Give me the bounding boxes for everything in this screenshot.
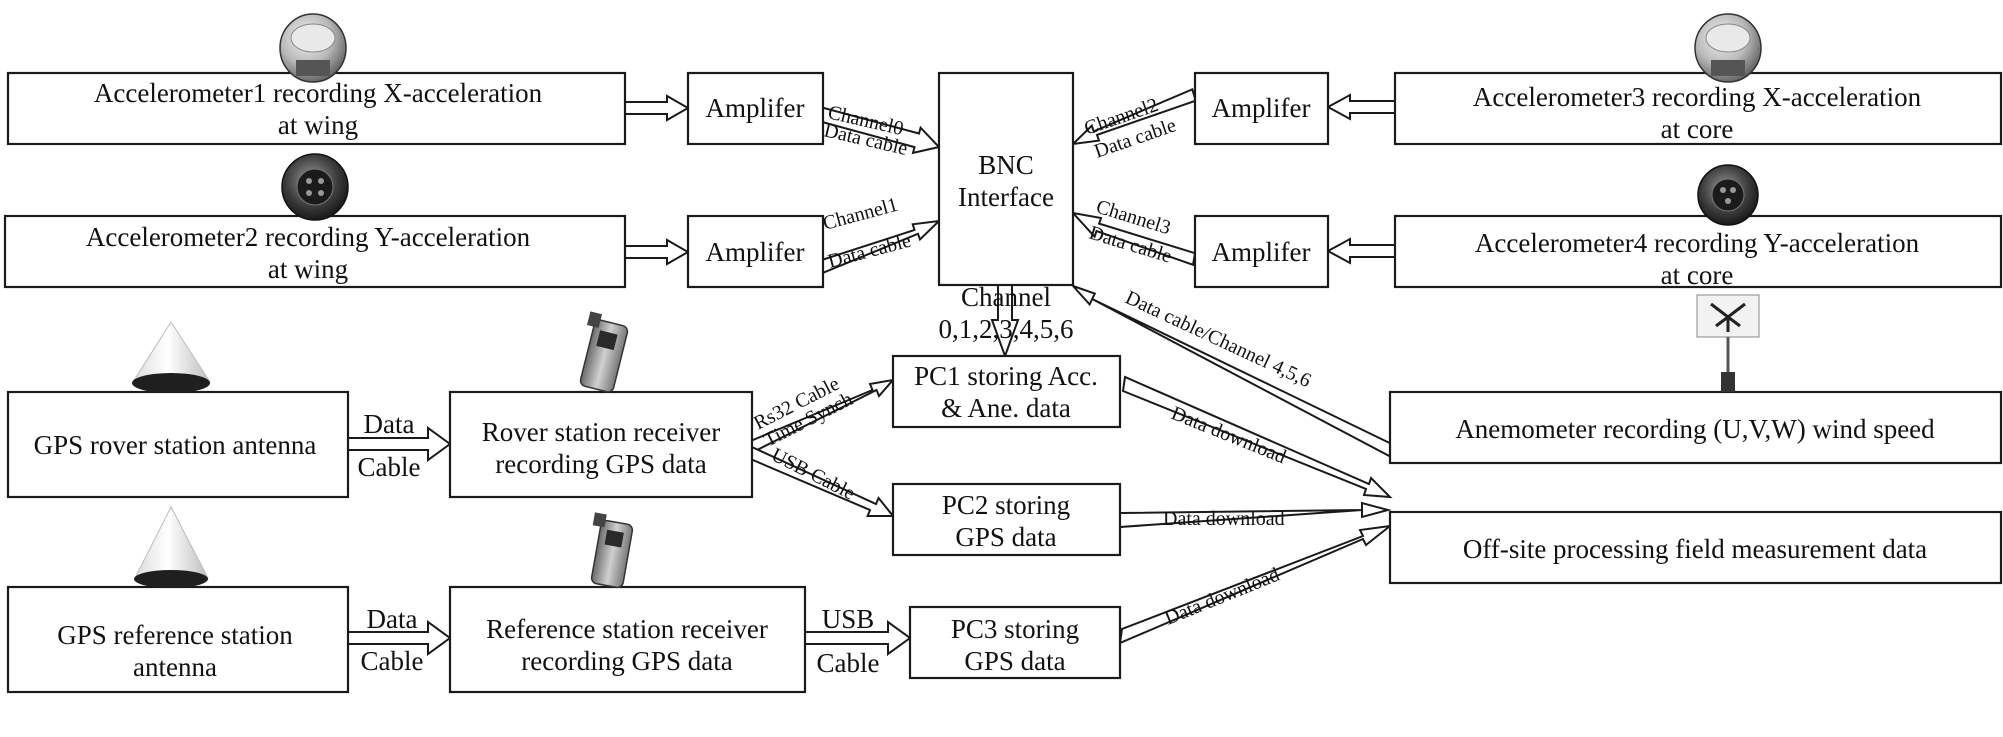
rover-receiver-line1: Rover station receiver (482, 417, 720, 447)
anemometer-icon (1696, 294, 1760, 392)
arrow-amp1-to-bnc (817, 106, 941, 155)
box-accelerometer1: Accelerometer1 recording X-acceleration … (6, 71, 627, 146)
bnc-line2: Interface (958, 182, 1054, 212)
label-anemometer-link: Data cable/Channel 4,5,6 (1122, 287, 1315, 392)
label-pc1-download: Data download (1168, 402, 1289, 468)
box-pc2: PC2 storing GPS data (891, 482, 1122, 557)
gps-receiver-icon (590, 512, 634, 589)
box-gps-ref-antenna: GPS reference station antenna (6, 585, 350, 694)
arrow-acc3-to-amp3 (1325, 93, 1396, 121)
box-accelerometer1-line2: at wing (278, 110, 358, 140)
label-ref-usb: USB (822, 604, 875, 634)
accelerometer-sensor-icon (279, 13, 347, 83)
label-data-cable-1: Data cable (826, 230, 914, 273)
amplifier3-label: Amplifer (1212, 93, 1311, 123)
arrow-pc1-download (1121, 375, 1393, 499)
box-accelerometer2-line2: at wing (268, 254, 348, 284)
accelerometer-connector-icon (1697, 164, 1759, 226)
label-rover-data: Data (364, 409, 415, 439)
box-accelerometer3-line2: at core (1661, 114, 1734, 144)
box-amplifier2: Amplifer (686, 214, 825, 289)
bnc-line1: BNC (978, 150, 1034, 180)
arrow-anemometer-to-bnc (1072, 285, 1398, 459)
label-rover-cable: Cable (358, 452, 421, 482)
box-amplifier3: Amplifer (1193, 71, 1330, 146)
ref-receiver-line2: recording GPS data (521, 646, 732, 676)
box-accelerometer4: Accelerometer4 recording Y-acceleration … (1393, 214, 2003, 290)
box-rover-receiver: Rover station receiver recording GPS dat… (448, 390, 754, 499)
arrow-amp3-to-bnc (1070, 87, 1197, 146)
amplifier4-label: Amplifer (1212, 237, 1311, 267)
accelerometer-connector-icon (281, 153, 349, 221)
pc1-line1: PC1 storing Acc. (914, 361, 1098, 391)
arrow-acc4-to-amp4 (1325, 237, 1396, 265)
arrow-bnc-to-pc1 (990, 284, 1020, 359)
pc3-line2: GPS data (964, 646, 1065, 676)
arrow-ref-antenna-to-receiver (347, 620, 452, 656)
box-accelerometer2-line1: Accelerometer2 recording Y-acceleration (86, 222, 531, 252)
box-accelerometer4-line1: Accelerometer4 recording Y-acceleration (1475, 228, 1920, 258)
box-accelerometer4-line2: at core (1661, 260, 1734, 290)
ref-receiver-line1: Reference station receiver (486, 614, 768, 644)
gps-receiver-icon (579, 311, 629, 393)
label-ref-data: Data (367, 604, 418, 634)
arrow-ref-receiver-to-pc3 (804, 620, 912, 656)
label-pc2-download: Data download (1163, 508, 1285, 530)
arrow-amp2-to-bnc (817, 219, 942, 275)
arrow-amp4-to-bnc (1070, 211, 1197, 267)
label-bnc-out-line2: 0,1,2,3,4,5,6 (939, 314, 1074, 344)
arrow-pc2-download (1119, 501, 1392, 529)
amplifier1-label: Amplifer (706, 93, 805, 123)
arrow-acc2-to-amp2 (624, 238, 691, 266)
label-ref-cable: Cable (361, 646, 424, 676)
arrow-acc1-to-amp1 (624, 94, 691, 122)
label-channel1: Channel1 (821, 194, 901, 235)
gps-ref-antenna-line1: GPS reference station (57, 620, 293, 650)
accelerometer-sensor-icon (1694, 13, 1762, 83)
label-pc3-download: Data download (1162, 564, 1283, 630)
gps-antenna-icon (132, 321, 211, 393)
arrows (347, 87, 1398, 656)
arrow-rover-antenna-to-receiver (347, 426, 452, 462)
box-offsite-processing: Off-site processing field measurement da… (1388, 510, 2003, 585)
box-amplifier4: Amplifer (1193, 214, 1330, 289)
box-accelerometer3: Accelerometer3 recording X-acceleration … (1393, 71, 2003, 146)
amplifier2-label: Amplifer (706, 237, 805, 267)
box-pc1: PC1 storing Acc. & Ane. data (891, 354, 1122, 429)
gps-rover-antenna-label: GPS rover station antenna (34, 430, 317, 460)
arrow-pc3-download (1118, 524, 1394, 645)
box-amplifier1: Amplifer (686, 71, 825, 146)
label-usb-cable: USB Cable (768, 444, 859, 505)
box-bnc-interface: BNC Interface (937, 71, 1075, 287)
rover-receiver-line2: recording GPS data (495, 449, 706, 479)
pc2-line1: PC2 storing (942, 490, 1070, 520)
arrow-rover-to-pc2 (741, 441, 896, 517)
pc1-line2: & Ane. data (941, 393, 1071, 423)
box-ref-receiver: Reference station receiver recording GPS… (448, 585, 807, 694)
box-anemometer: Anemometer recording (U,V,W) wind speed (1388, 390, 2003, 465)
offsite-label: Off-site processing field measurement da… (1463, 534, 1927, 564)
pc2-line2: GPS data (955, 522, 1056, 552)
arrow-rover-to-pc1 (741, 378, 896, 459)
gps-antenna-icon (134, 505, 209, 588)
box-gps-rover-antenna: GPS rover station antenna (6, 390, 350, 499)
box-accelerometer3-line1: Accelerometer3 recording X-acceleration (1473, 82, 1922, 112)
box-accelerometer2: Accelerometer2 recording Y-acceleration … (3, 214, 627, 289)
box-accelerometer1-line1: Accelerometer1 recording X-acceleration (94, 78, 543, 108)
label-ref-usb-cable: Cable (817, 648, 880, 678)
anemometer-label: Anemometer recording (U,V,W) wind speed (1455, 414, 1935, 444)
pc3-line1: PC3 storing (951, 614, 1079, 644)
box-pc3: PC3 storing GPS data (908, 605, 1122, 680)
label-bnc-out-line1: Channel (961, 282, 1051, 312)
gps-ref-antenna-line2: antenna (133, 652, 217, 682)
